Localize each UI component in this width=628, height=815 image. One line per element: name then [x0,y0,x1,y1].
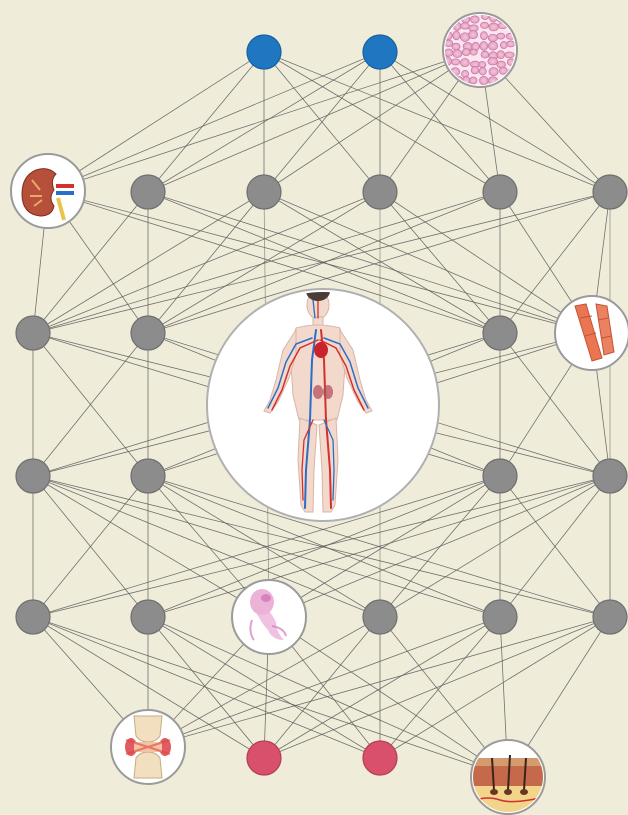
joint-node [111,710,185,784]
blood-vessel-node [555,296,628,370]
h1-node-6 [593,175,627,209]
h1-node-4 [363,175,397,209]
skin-node [471,740,545,815]
h1-node-5 [483,175,517,209]
tissue-cell [469,77,477,84]
edge-h4-node-6-to-output-node-1 [264,617,610,758]
h3-node-2 [131,459,165,493]
h1-node-3 [247,175,281,209]
h4-node-6 [593,600,627,634]
edge-h4-node-5-to-joint-node [148,617,500,747]
tissue-cell [488,41,497,50]
tissue-cell [480,42,488,51]
tissue-cell [479,61,486,67]
h1-node-2 [131,175,165,209]
human-circulatory-system-image [207,281,439,521]
tissue-cell [479,76,488,85]
edge-h1-node-4-to-blood-vessel-node [380,192,592,333]
tissue-cell [460,23,469,29]
edge-h3-node-1-to-embryo-node [33,476,269,617]
edge-h3-node-6-to-h4-node-4 [380,476,610,617]
tissue-cell [470,16,479,23]
tissue-cell [497,33,505,39]
tissue-cell [462,49,470,56]
tissue-cell [481,51,489,58]
tissue-cell [489,23,499,31]
input-node-1 [247,35,281,69]
tissue-cell [480,32,487,40]
h4-node-5 [483,600,517,634]
tissue-image-node [442,13,517,87]
tissue-cell [489,67,498,75]
h3-node-1 [16,459,50,493]
tissue-cell [469,31,478,39]
output-node-2 [363,741,397,775]
edge-input-node-1-to-h1-node-2 [148,52,264,192]
tissue-cell [488,57,498,65]
tissue-cell [497,51,505,59]
tissue-cell [453,50,462,58]
input-node-2 [363,35,397,69]
skin-layers-icon [472,755,544,815]
h4-node-2 [131,600,165,634]
h2-node-5 [483,316,517,350]
tissue-cell [452,43,460,50]
tissue-cell [480,22,488,28]
tissue-cell [451,59,459,65]
embryo-node [232,580,306,654]
h3-node-6 [593,459,627,493]
edge-h1-node-4-to-h2-node-5 [380,192,500,333]
h4-node-4 [363,600,397,634]
edge-input-node-1-to-kidney-node [48,52,264,191]
edge-input-node-1-to-h1-node-6 [264,52,610,192]
h4-node-1 [16,600,50,634]
tissue-cell [460,58,469,66]
tissue-cell [453,31,460,40]
tissue-cell [505,52,515,58]
edge-h4-node-5-to-output-node-2 [380,617,500,758]
edge-h4-node-6-to-joint-node [148,617,610,747]
h2-node-1 [16,316,50,350]
edge-h4-node-2-to-skin-node [148,617,508,777]
tissue-cell [500,41,507,48]
tissue-cell [479,67,486,75]
h3-node-5 [483,459,517,493]
edge-h4-node-6-to-output-node-2 [380,617,610,758]
tissue-cell [507,41,515,47]
tissue-cell [471,66,479,73]
tissue-cell [444,15,451,22]
tissue-cell [499,67,507,74]
tissue-cell [470,49,477,55]
tissue-cell [443,78,452,85]
edge-input-node-2-to-kidney-node [48,52,380,191]
h2-node-2 [131,316,165,350]
tissue-cell [444,49,453,56]
tissue-cell [507,13,515,21]
output-node-1 [247,741,281,775]
kidney-node [11,154,85,228]
tissue-cell [488,34,498,41]
